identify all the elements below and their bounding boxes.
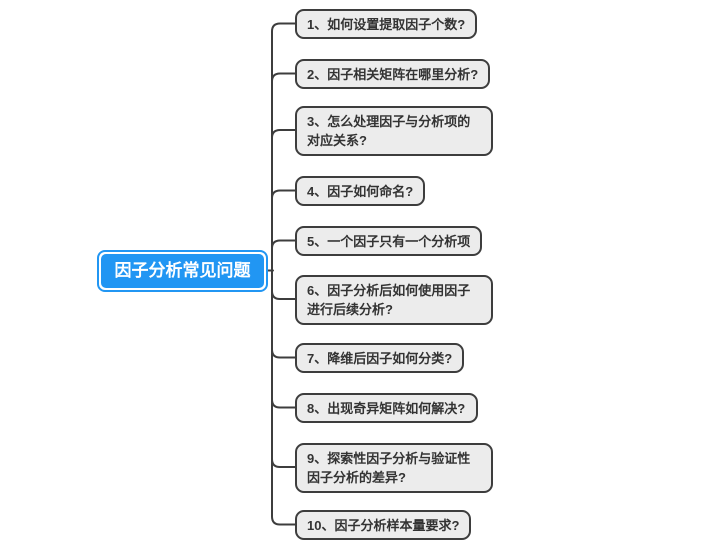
connector-branch-9 bbox=[271, 458, 296, 468]
connector-branch-2 bbox=[271, 72, 296, 83]
topic-node-10[interactable]: 10、因子分析样本量要求? bbox=[295, 510, 472, 540]
topic-node-9[interactable]: 9、探索性因子分析与验证性因子分析的差异? bbox=[295, 443, 493, 493]
connector-branch-10 bbox=[271, 515, 296, 526]
topic-node-7[interactable]: 7、降维后因子如何分类? bbox=[295, 343, 465, 373]
connector-branch-3 bbox=[271, 129, 296, 139]
topic-node-6[interactable]: 6、因子分析后如何使用因子进行后续分析? bbox=[295, 275, 493, 325]
connector-branch-5 bbox=[271, 239, 296, 250]
topic-node-1[interactable]: 1、如何设置提取因子个数? bbox=[295, 9, 478, 39]
connector-branch-7 bbox=[271, 348, 296, 359]
connector-branch-6 bbox=[271, 290, 296, 300]
connector-branch-1 bbox=[271, 22, 296, 33]
connector-branch-4 bbox=[271, 189, 296, 200]
root-topic[interactable]: 因子分析常见问题 bbox=[97, 250, 268, 292]
topic-node-4[interactable]: 4、因子如何命名? bbox=[295, 176, 426, 206]
connector-branch-8 bbox=[271, 398, 296, 409]
topic-node-3[interactable]: 3、怎么处理因子与分析项的对应关系? bbox=[295, 106, 493, 156]
topic-node-8[interactable]: 8、出现奇异矩阵如何解决? bbox=[295, 393, 478, 423]
root-topic-label: 因子分析常见问题 bbox=[101, 254, 264, 288]
topic-node-5[interactable]: 5、一个因子只有一个分析项 bbox=[295, 226, 483, 256]
topic-node-2[interactable]: 2、因子相关矩阵在哪里分析? bbox=[295, 59, 491, 89]
